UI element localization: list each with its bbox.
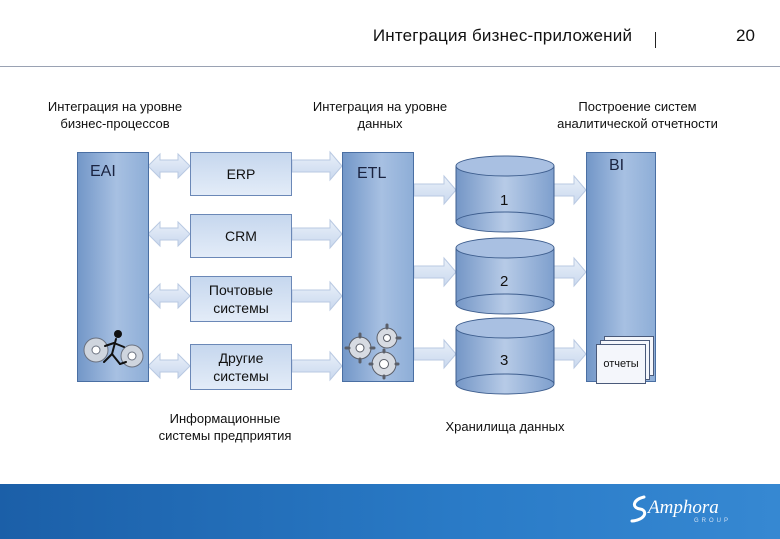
caption-line: аналитической отчетности [557, 116, 718, 131]
warehouse-cylinder-1 [455, 155, 555, 233]
warehouse-cylinder-2 [455, 237, 555, 315]
eai-label: EAI [90, 163, 116, 180]
brand-sub: GROUP [694, 518, 732, 524]
arrow-other-etl [291, 350, 343, 382]
brand-logo: Amphora [648, 497, 719, 518]
runner-gears-icon [83, 330, 144, 368]
caption-line: Интеграция на уровне [47, 99, 183, 114]
page-title: Интеграция бизнес-приложений [372, 26, 633, 45]
arrow-eai-erp [147, 152, 191, 180]
arrow-eai-crm [147, 220, 191, 248]
reports-label: отчеты [603, 358, 639, 370]
system-other-label: Другие [218, 350, 264, 366]
warehouse-label-1: 1 [500, 192, 509, 209]
caption-enterprise-systems: Информационные системы предприятия [130, 410, 320, 444]
arrow-crm-etl [291, 218, 343, 250]
arrow-dw1-bi [553, 174, 587, 206]
footer-band [0, 484, 780, 539]
bi-label: BI [609, 157, 625, 174]
gears-icon [344, 323, 402, 380]
caption-line: бизнес-процессов [60, 116, 170, 131]
arrow-mail-etl [291, 280, 343, 312]
arrow-erp-etl [291, 150, 343, 182]
caption-data-warehouses: Хранилища данных [445, 419, 565, 434]
diagram-graphics [147, 150, 587, 395]
arrow-etl-dw3 [413, 338, 457, 370]
arrow-eai-other [147, 352, 191, 380]
caption-business-process: Интеграция на уровне бизнес-процессов [20, 98, 210, 132]
arrow-etl-dw1 [413, 174, 457, 206]
system-erp: ERP [190, 152, 292, 196]
etl-label: ETL [357, 165, 387, 182]
system-mail: Почтовые системы [190, 276, 292, 322]
caption-line: системы предприятия [158, 428, 292, 443]
caption-data-level: Интеграция на уровне данных [285, 98, 475, 132]
system-mail-label: Почтовые [208, 282, 274, 298]
warehouse-label-3: 3 [500, 352, 509, 369]
caption-analytics: Построение систем аналитической отчетнос… [530, 98, 745, 132]
caption-line: Построение систем [578, 99, 697, 114]
system-mail-label: системы [213, 300, 269, 316]
system-other: Другие системы [190, 344, 292, 390]
caption-line: Информационные [169, 411, 281, 426]
arrow-dw3-bi [553, 338, 587, 370]
caption-line: данных [357, 116, 403, 131]
report-doc-front: отчеты [596, 344, 646, 384]
arrow-etl-dw2 [413, 256, 457, 288]
arrow-eai-mail [147, 282, 191, 310]
arrow-dw2-bi [553, 256, 587, 288]
warehouse-label-2: 2 [500, 273, 509, 290]
system-crm-label: CRM [225, 228, 257, 244]
warehouse-cylinder-3 [455, 317, 555, 395]
system-other-label: системы [213, 368, 269, 384]
brand-swirl-icon [630, 495, 647, 523]
system-erp-label: ERP [226, 166, 256, 182]
header-rule [0, 66, 780, 67]
page-number: 20 [736, 26, 755, 45]
header-divider [655, 32, 656, 48]
caption-line: Интеграция на уровне [312, 99, 448, 114]
system-crm: CRM [190, 214, 292, 258]
